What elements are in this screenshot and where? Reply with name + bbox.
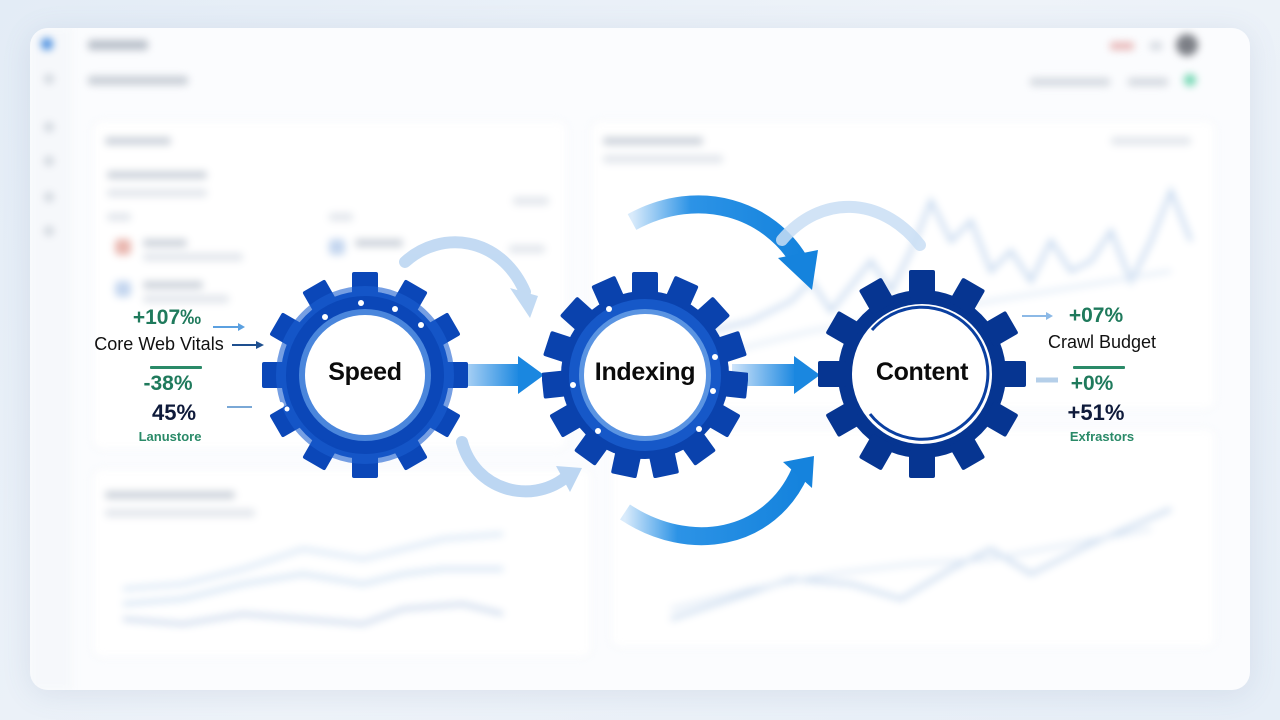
arrow-indexing-to-content bbox=[732, 356, 820, 394]
gear-icon bbox=[541, 272, 749, 479]
sidebar-item-icon bbox=[44, 192, 54, 202]
panel-title-placeholder bbox=[105, 137, 171, 145]
page-title-placeholder bbox=[88, 76, 188, 85]
list-icon bbox=[115, 239, 131, 255]
right-metric-divider bbox=[1073, 366, 1125, 369]
list-item-placeholder bbox=[143, 281, 203, 289]
settings-icon bbox=[1150, 42, 1162, 50]
arc-arrow-top-right bbox=[627, 195, 818, 290]
gear-label-content: Content bbox=[875, 358, 969, 386]
app-title-placeholder bbox=[88, 40, 148, 50]
growth-line-chart bbox=[670, 507, 1172, 621]
right-metric-arrows bbox=[1022, 312, 1058, 383]
list-icon bbox=[329, 239, 345, 255]
panel-title-placeholder bbox=[603, 137, 703, 145]
gear-content: Content bbox=[818, 270, 1026, 478]
rankings-line-chart bbox=[122, 532, 504, 627]
right-metric-caption: Exfrastors bbox=[1069, 429, 1135, 444]
list-item-placeholder bbox=[355, 239, 403, 247]
status-dot bbox=[1184, 74, 1196, 86]
arc-arrow-bottom-left bbox=[456, 436, 582, 498]
panel-caption-placeholder bbox=[105, 509, 255, 517]
panel-subtitle-placeholder bbox=[107, 171, 207, 179]
alert-badge bbox=[1110, 42, 1134, 50]
sidebar-item-icon bbox=[44, 156, 54, 166]
column-label bbox=[329, 213, 353, 221]
sidebar-item-icon bbox=[44, 226, 54, 236]
panel-action-placeholder bbox=[1111, 137, 1191, 145]
gear-speed: Speed bbox=[262, 272, 468, 478]
arc-arrow-top-far-right bbox=[776, 200, 926, 251]
list-icon bbox=[115, 281, 131, 297]
right-top-change: +07% bbox=[1068, 304, 1124, 327]
left-mid-change: -38% bbox=[143, 372, 193, 395]
column-label bbox=[107, 213, 131, 221]
sidebar-rail bbox=[30, 28, 72, 690]
panel-action-placeholder bbox=[513, 197, 549, 205]
gear-label-speed: Speed bbox=[328, 358, 402, 386]
list-item-placeholder bbox=[143, 239, 187, 247]
gear-icon bbox=[818, 270, 1026, 478]
gear-icon bbox=[262, 272, 468, 478]
list-item-sub-placeholder bbox=[143, 295, 229, 303]
right-mid-change: +0% bbox=[1070, 372, 1114, 395]
date-range-placeholder bbox=[1030, 78, 1110, 86]
sidebar-item-icon bbox=[44, 122, 54, 132]
left-metric-label: Core Web Vitals bbox=[94, 334, 224, 354]
panel-caption-placeholder bbox=[107, 189, 207, 197]
avatar bbox=[1176, 34, 1198, 56]
left-metric-arrows bbox=[213, 323, 264, 408]
rankings-panel bbox=[92, 468, 592, 658]
arc-arrow-top-left bbox=[399, 236, 538, 318]
left-top-change: +107‰ bbox=[132, 306, 202, 329]
left-metric-value: 45% bbox=[151, 400, 197, 425]
left-metric-caption: Lanustore bbox=[138, 429, 202, 444]
sidebar-home-icon bbox=[44, 74, 54, 84]
list-value-placeholder bbox=[509, 245, 545, 253]
gear-label-indexing: Indexing bbox=[594, 358, 696, 386]
filter-placeholder bbox=[1128, 78, 1168, 86]
arc-arrow-bottom-right bbox=[620, 456, 814, 546]
right-metric-value: +51% bbox=[1067, 400, 1125, 425]
arrow-speed-to-indexing bbox=[452, 356, 544, 394]
app-logo-icon bbox=[41, 38, 53, 50]
panel-title-placeholder bbox=[105, 491, 235, 499]
right-metric-label: Crawl Budget bbox=[1047, 332, 1157, 352]
gear-indexing: Indexing bbox=[541, 272, 749, 479]
left-metric-divider bbox=[150, 366, 202, 369]
list-item-sub-placeholder bbox=[143, 253, 243, 261]
panel-caption-placeholder bbox=[603, 155, 723, 163]
